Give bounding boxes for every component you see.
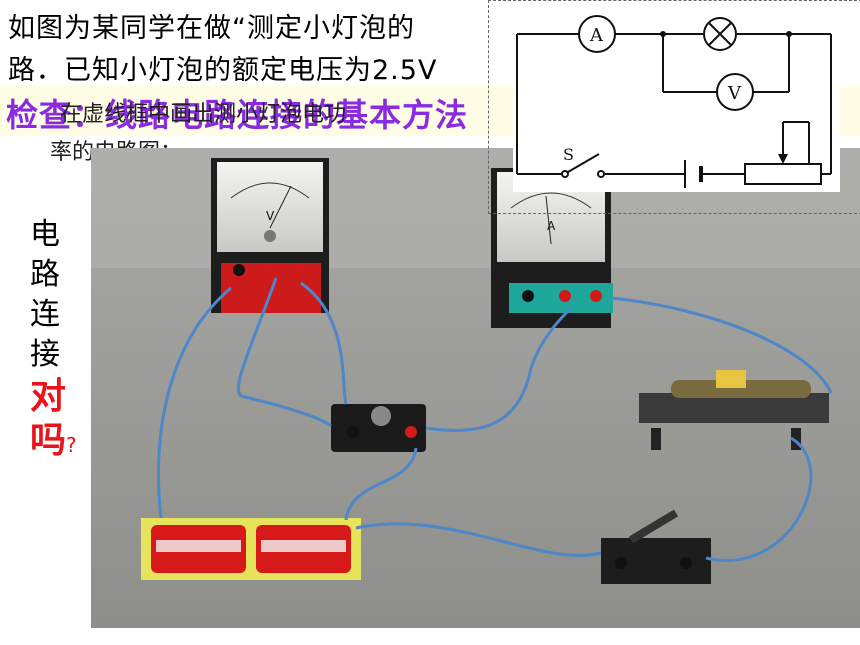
- side-emphasis-1: 对: [30, 376, 67, 417]
- rheostat: [639, 370, 829, 450]
- ammeter-letter: A: [589, 25, 604, 46]
- ammeter-dial-label: A: [547, 219, 556, 233]
- rheostat-symbol: [744, 163, 822, 185]
- knife-switch: [601, 509, 711, 584]
- ammeter-symbol: [578, 15, 616, 53]
- wires: [157, 277, 833, 562]
- side-char-3: 连: [30, 297, 60, 332]
- voltmeter-symbol: [716, 73, 754, 111]
- lamp-holder: [331, 404, 426, 452]
- circuit-diagram: A V S: [513, 4, 840, 192]
- problem-line-1: 如图为某同学在做“测定小灯泡的: [8, 13, 415, 44]
- side-question-mark: ?: [66, 433, 77, 457]
- side-char-4: 接: [30, 337, 60, 372]
- switch-symbol: [561, 153, 605, 178]
- circuit-diagram-svg: A V S: [516, 15, 832, 188]
- battery-pack: [141, 518, 361, 580]
- circuit-photo-svg: V A: [91, 148, 860, 628]
- lamp-symbol: [703, 17, 737, 51]
- side-question: 电 路 连 接 对 吗?: [30, 215, 90, 463]
- problem-line-2: 路．已知小灯泡的额定电压为2.5V: [8, 55, 438, 86]
- voltmeter-dial-label: V: [266, 209, 275, 223]
- purple-heading: 检查：线路电路连接的基本方法: [6, 96, 469, 134]
- dashed-diagram-box: [488, 0, 860, 214]
- circuit-photo: V A: [91, 148, 860, 628]
- overlay-text-1: 在虚线框中画出测小灯泡电功: [60, 102, 347, 127]
- side-char-2: 路: [30, 257, 60, 292]
- switch-letter: S: [563, 145, 574, 164]
- side-char-1: 电: [30, 217, 60, 252]
- voltmeter-letter: V: [727, 83, 742, 104]
- battery-symbol: [684, 160, 703, 188]
- side-emphasis-2: 吗: [30, 420, 67, 461]
